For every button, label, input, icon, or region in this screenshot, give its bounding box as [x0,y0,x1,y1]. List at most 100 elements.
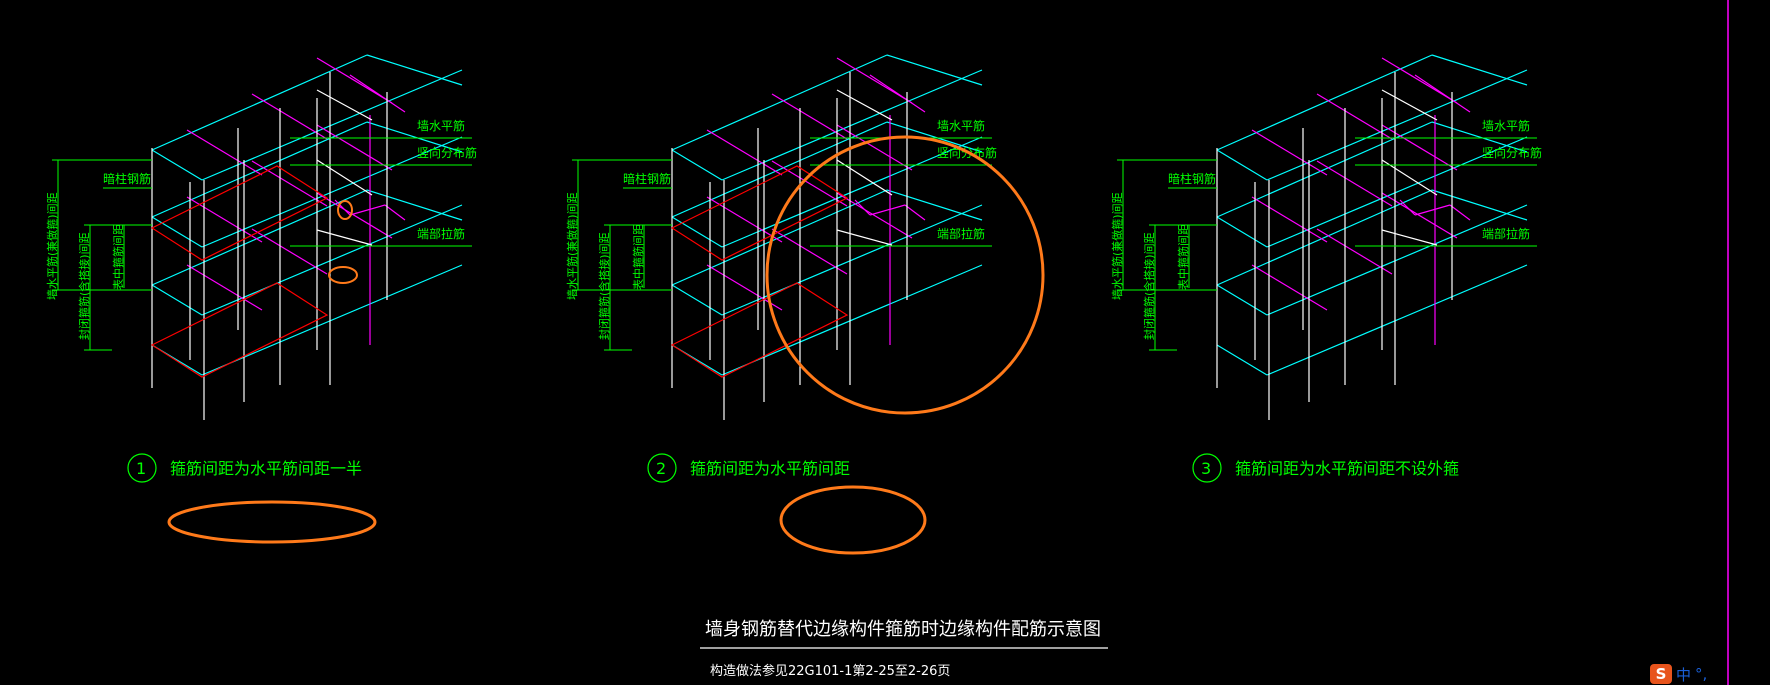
tie-bar-magenta [771,160,848,207]
wall-horizontal-bar-end [1216,149,1268,181]
cross-tie-bar [836,89,893,121]
wall-horizontal-bar-end [1216,284,1268,316]
tie-bar-magenta [251,228,328,275]
wall-horizontal-bar-end [886,121,983,153]
tie-bar-magenta [186,129,263,176]
label-column-bar: 暗柱钢筋 [103,171,151,186]
break-mark [1399,199,1416,216]
cross-tie-bar [1381,159,1438,196]
wall-horizontal-bar-end [366,54,463,86]
ime-language-indicator[interactable]: 中 [1676,665,1692,684]
sogou-logo-icon[interactable]: S [1650,664,1672,684]
wall-horizontal-bar-end [886,189,983,221]
panel-number-circle [647,453,677,483]
wall-horizontal-bar [1266,204,1528,316]
tie-bar-magenta [251,93,328,140]
break-mark [854,199,871,216]
tie-bar-magenta [1381,192,1458,239]
label-vertical-distribution-bar: 竖向分布筋 [1482,145,1542,160]
break-mark [334,199,351,216]
break-mark [904,204,926,221]
tie-bar-magenta [251,160,328,207]
closed-stirrup [670,165,849,261]
label-end-tie-bar: 端部拉筋 [937,226,985,241]
wall-horizontal-bar [1266,69,1528,181]
tie-bar-magenta [186,264,263,311]
cross-tie-bar [316,159,373,196]
drawing-title: 墙身钢筋替代边缘构件箍筋时边缘构件配筋示意图 [705,619,1101,640]
wall-horizontal-bar-end [886,54,983,86]
tie-bar-magenta [836,124,913,171]
markup-caption-ellipse-2 [779,485,927,555]
tie-bar-magenta [706,129,783,176]
label-dim-horizontal-bar-spacing: 墙水平筋(兼做箍)间距 [1110,192,1124,300]
panel-number: 1 [136,459,146,478]
label-dim-table-stirrup-spacing: 表中箍筋间距 [111,224,125,290]
tie-bar-magenta [1251,129,1328,176]
break-mark [349,74,406,113]
cross-tie-bar [1381,229,1438,246]
markup-large-circle [765,135,1045,415]
panel-number-circle [127,453,157,483]
wall-horizontal-bar [1216,189,1433,286]
cross-tie-bar [836,159,893,196]
cross-tie-bar [316,229,373,246]
panel-number: 3 [1201,459,1211,478]
label-dim-stirrup-spacing: 封闭箍筋(含搭接)间距 [597,232,611,340]
tie-bar-magenta [316,192,393,239]
label-dim-horizontal-bar-spacing: 墙水平筋(兼做箍)间距 [565,192,579,300]
markup-small-circle [337,200,353,220]
break-mark [384,204,406,221]
wall-horizontal-bar [201,69,463,181]
label-dim-stirrup-spacing: 封闭箍筋(含搭接)间距 [1142,232,1156,340]
tie-bar-magenta [1251,196,1328,243]
wall-horizontal-bar [671,189,888,286]
label-dim-horizontal-bar-spacing: 墙水平筋(兼做箍)间距 [45,192,59,300]
tie-bar-magenta [1316,228,1393,275]
cross-tie-bar [316,89,373,121]
label-dim-stirrup-spacing: 封闭箍筋(含搭接)间距 [77,232,91,340]
ime-toolbar[interactable]: S 中 °, [1650,663,1770,685]
label-vertical-distribution-bar: 竖向分布筋 [417,145,477,160]
tie-bar-magenta [1251,264,1328,311]
break-mark [1414,74,1471,113]
label-dim-table-stirrup-spacing: 表中箍筋间距 [631,224,645,290]
wall-horizontal-bar-end [151,284,203,316]
closed-stirrup [670,282,849,378]
wall-horizontal-bar-end [1216,216,1268,248]
wall-horizontal-bar-end [1216,344,1268,376]
closed-stirrup [150,165,329,261]
tie-bar-magenta [1316,93,1393,140]
wall-horizontal-bar [1266,136,1528,248]
ime-punctuation-indicator[interactable]: °, [1695,665,1708,683]
tie-bar-magenta [771,93,848,140]
break-mark [1449,204,1471,221]
wall-horizontal-bar-end [671,216,723,248]
wall-horizontal-bar-end [1431,189,1528,221]
panel-number: 2 [656,459,666,478]
wall-horizontal-bar-end [366,121,463,153]
tie-bar-magenta [1381,124,1458,171]
cross-tie-bar [836,229,893,246]
break-mark [349,204,386,216]
wall-horizontal-bar [671,54,888,151]
wall-horizontal-bar-end [366,189,463,221]
wall-horizontal-bar [721,136,983,248]
wall-horizontal-bar [721,204,983,316]
tie-bar-magenta [1316,160,1393,207]
wall-horizontal-bar [1216,54,1433,151]
wall-horizontal-bar-end [671,149,723,181]
wall-horizontal-bar-end [151,216,203,248]
label-end-tie-bar: 端部拉筋 [417,226,465,241]
wall-horizontal-bar [201,264,463,376]
drawing-subtitle: 构造做法参见22G101-1第2-25至2-26页 [710,663,950,679]
panel-caption: 箍筋间距为水平筋间距 [690,459,850,478]
wall-horizontal-bar-end [1431,121,1528,153]
break-mark [869,204,906,216]
wall-horizontal-bar [201,136,463,248]
markup-caption-ellipse [167,500,377,544]
wall-horizontal-bar-end [1431,54,1528,86]
panel-caption: 箍筋间距为水平筋间距不设外箍 [1235,459,1459,478]
